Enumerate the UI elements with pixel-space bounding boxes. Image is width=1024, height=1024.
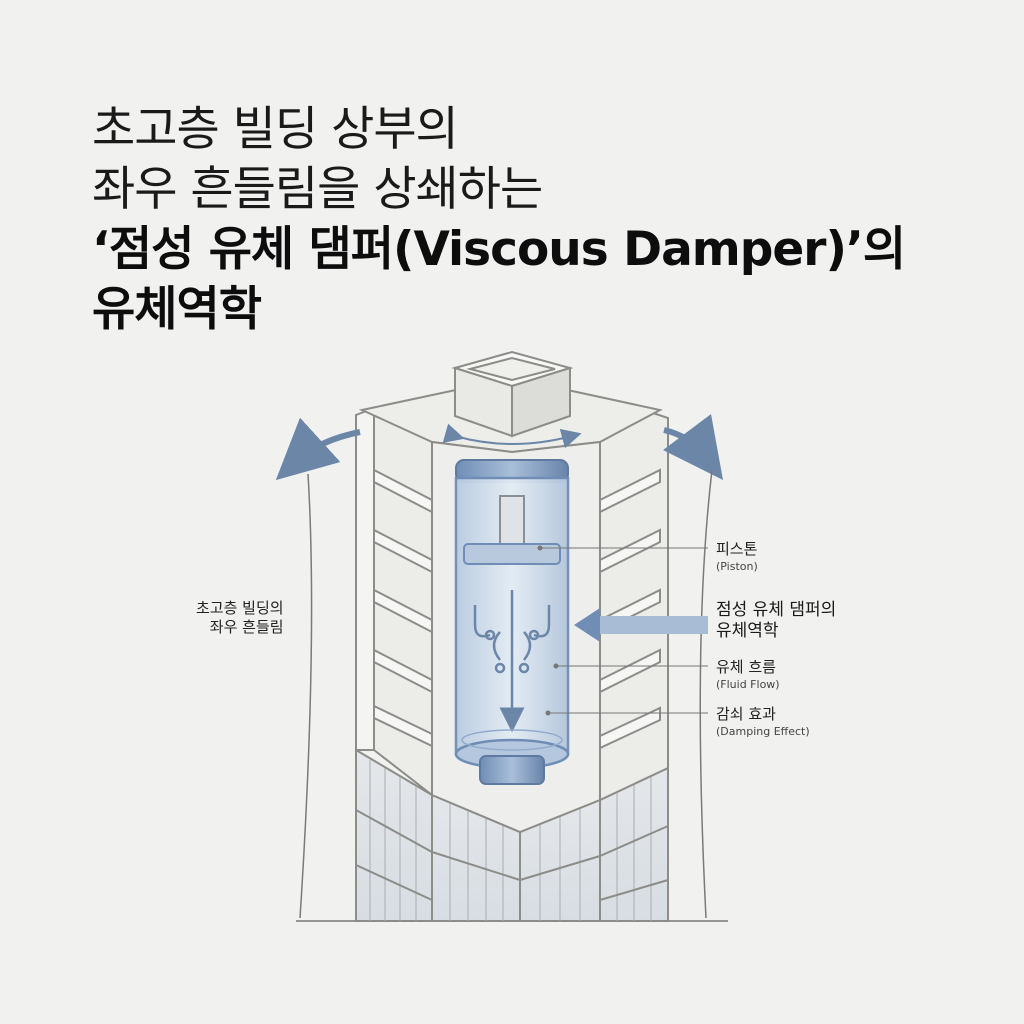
label-damping-sub: (Damping Effect) [716, 725, 810, 738]
label-piston-sub: (Piston) [716, 560, 758, 573]
title-line-4: 유체역학 [92, 282, 262, 337]
roof-motion-arrow [442, 423, 582, 449]
label-flow: 유체 흐름 (Fluid Flow) [716, 658, 780, 692]
damper-pointer-arrow [574, 608, 708, 642]
piston-rod [499, 495, 525, 549]
label-sway-line1: 초고층 빌딩의 [196, 599, 284, 617]
label-damping: 감쇠 효과 (Damping Effect) [716, 705, 810, 739]
fluid-flow-arrows [473, 590, 551, 733]
leader-lines [540, 547, 708, 714]
rooftop-box [451, 350, 574, 438]
label-sway: 초고층 빌딩의 좌우 흔들림 [196, 599, 284, 637]
piston-head [463, 543, 561, 565]
viscous-damper [454, 459, 570, 785]
label-piston: 피스톤 (Piston) [716, 540, 758, 574]
sway-arrow-left [275, 417, 361, 481]
label-damper: 점성 유체 댐퍼의 유체역학 [716, 600, 836, 642]
sway-curve-left [299, 473, 313, 919]
label-piston-main: 피스톤 [716, 540, 758, 558]
floor-slabs-left [373, 468, 433, 748]
title-line-3: ‘점성 유체 댐퍼(Viscous Damper)’의 [92, 222, 906, 277]
label-sway-line2: 좌우 흔들림 [209, 618, 284, 636]
label-damper-line1: 점성 유체 댐퍼의 [716, 600, 837, 620]
label-damping-main: 감쇠 효과 [716, 705, 776, 723]
label-flow-main: 유체 흐름 [716, 658, 776, 676]
label-damper-line2: 유체역학 [716, 621, 779, 641]
page-title: 초고층 빌딩 상부의 좌우 흔들림을 상쇄하는 ‘점성 유체 댐퍼(Viscou… [92, 100, 906, 340]
label-flow-sub: (Fluid Flow) [716, 678, 780, 691]
title-line-2: 좌우 흔들림을 상쇄하는 [92, 162, 543, 217]
sway-curve-right [699, 469, 713, 919]
title-line-1: 초고층 빌딩 상부의 [92, 102, 459, 157]
sway-arrow-right [662, 413, 724, 480]
